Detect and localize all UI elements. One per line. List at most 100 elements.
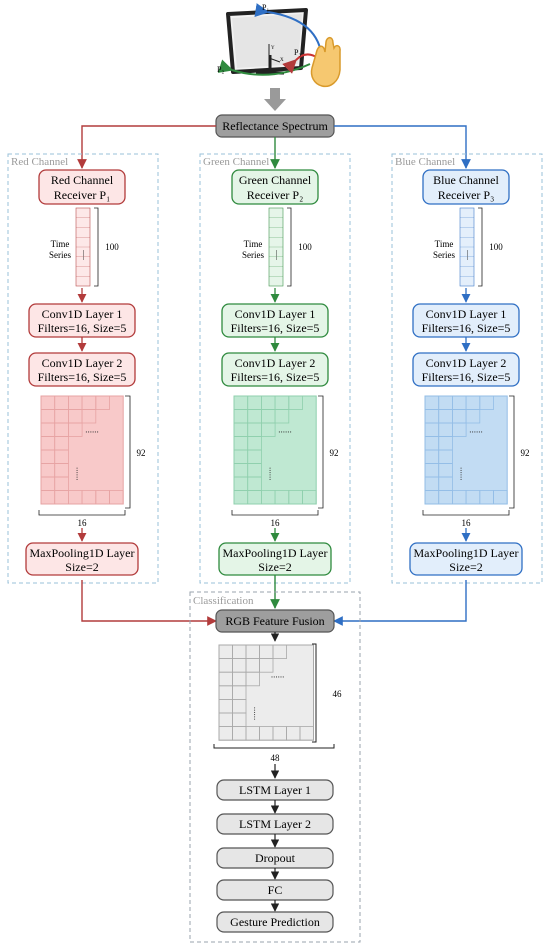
- label-p2: P₂: [217, 65, 224, 74]
- svg-text:.....: .....: [465, 250, 474, 260]
- maxpool-label-line1: MaxPooling1D Layer: [414, 546, 519, 560]
- conv1-label-line2: Filters=16, Size=5: [38, 321, 127, 335]
- feature-map-grid: ............: [233, 395, 317, 505]
- feature-map-height: 92: [521, 448, 530, 458]
- conv2-box: [221, 352, 329, 387]
- time-series-strip: .....: [75, 207, 91, 287]
- conv2-label-line1: Conv1D Layer 2: [235, 356, 316, 370]
- maxpool-label-line2: Size=2: [449, 560, 482, 574]
- receiver-box: [231, 169, 319, 205]
- conv2-box: [28, 352, 136, 387]
- conv2-label-line2: Filters=16, Size=5: [38, 370, 127, 384]
- conv1-label-line1: Conv1D Layer 1: [235, 307, 316, 321]
- time-series-label-line2: Series: [49, 250, 71, 260]
- receiver-label-line2: Receiver P₁: [54, 188, 111, 202]
- conv1-label-line2: Filters=16, Size=5: [422, 321, 511, 335]
- svg-text:.....: .....: [274, 250, 283, 260]
- fusion-arrow-blue: [333, 580, 467, 626]
- time-series-strip: .....: [268, 207, 284, 287]
- maxpool-label-line1: MaxPooling1D Layer: [223, 546, 328, 560]
- channel-group-box: [391, 153, 543, 584]
- svg-text:......: ......: [85, 425, 99, 435]
- channel-group-label: Blue Channel: [395, 156, 455, 168]
- receiver-label-line1: Green Channel: [239, 173, 312, 187]
- label-p3: P₃: [294, 48, 301, 57]
- feature-map-width: 16: [462, 518, 472, 528]
- maxpool-label-line2: Size=2: [65, 560, 98, 574]
- feature-map-width: 16: [271, 518, 281, 528]
- time-series-label-line2: Series: [433, 250, 455, 260]
- receiver-label-line2: Receiver P₃: [438, 188, 495, 202]
- step-label-0: LSTM Layer 1: [239, 783, 311, 797]
- down-arrow-icon: [264, 88, 286, 111]
- maxpool-label-line1: MaxPooling1D Layer: [30, 546, 135, 560]
- svg-text:Y: Y: [271, 46, 275, 51]
- fusion-map-height: 46: [333, 689, 343, 699]
- svg-text:.....: .....: [81, 250, 90, 260]
- channel-group-box: [7, 153, 159, 584]
- step-label-3: FC: [268, 883, 283, 897]
- feature-map-grid: ............: [40, 395, 124, 505]
- svg-text:......: ......: [75, 467, 85, 481]
- time-series-label-line2: Series: [242, 250, 264, 260]
- receiver-label-line2: Receiver P₂: [247, 188, 304, 202]
- conv2-label-line2: Filters=16, Size=5: [422, 370, 511, 384]
- conv2-label-line1: Conv1D Layer 2: [426, 356, 507, 370]
- time-series-strip: .....: [459, 207, 475, 287]
- feature-map-height: 92: [330, 448, 339, 458]
- conv1-label-line1: Conv1D Layer 1: [42, 307, 123, 321]
- fusion-label: RGB Feature Fusion: [225, 614, 324, 628]
- channel-group-label: Red Channel: [11, 156, 68, 168]
- conv2-label-line1: Conv1D Layer 2: [42, 356, 123, 370]
- feature-map-width: 16: [78, 518, 88, 528]
- svg-text:......: ......: [271, 669, 285, 679]
- svg-text:......: ......: [252, 707, 262, 721]
- svg-text:......: ......: [469, 425, 483, 435]
- classification-group-label: Classification: [193, 595, 254, 607]
- time-series-length: 100: [489, 242, 503, 252]
- fusion-grid-cells: ............: [218, 644, 314, 741]
- fusion-feature-map: ............: [218, 644, 314, 741]
- label-p1: P₁: [262, 3, 269, 12]
- step-box-4: [216, 911, 334, 933]
- time-series-label-line1: Time: [435, 239, 454, 249]
- hand-icon: [310, 36, 341, 88]
- step-label-2: Dropout: [255, 851, 296, 865]
- step-label-1: LSTM Layer 2: [239, 817, 311, 831]
- feature-map-grid: ............: [424, 395, 508, 505]
- time-series-label-line1: Time: [244, 239, 263, 249]
- step-label-4: Gesture Prediction: [230, 915, 320, 929]
- conv2-box: [412, 352, 520, 387]
- svg-text:......: ......: [278, 425, 292, 435]
- time-series-length: 100: [105, 242, 119, 252]
- receiver-box: [422, 169, 510, 205]
- svg-text:X: X: [280, 58, 284, 63]
- feature-map-height: 92: [137, 448, 146, 458]
- arc-green: [217, 59, 311, 76]
- maxpool-box: [409, 542, 523, 576]
- conv2-label-line2: Filters=16, Size=5: [231, 370, 320, 384]
- fusion-arrow-red: [81, 580, 217, 626]
- reflectance-spectrum-box: Reflectance Spectrum: [215, 114, 335, 138]
- classification-group: Classification RGB Feature Fusion ......…: [189, 591, 361, 943]
- time-series-label-line1: Time: [51, 239, 70, 249]
- maxpool-box: [25, 542, 139, 576]
- conv1-label-line2: Filters=16, Size=5: [231, 321, 320, 335]
- svg-text:......: ......: [459, 467, 469, 481]
- receiver-label-line1: Blue Channel: [433, 173, 499, 187]
- branch-red: [77, 125, 216, 169]
- device-illustration: Y X P₁ P₂ P₃: [217, 3, 341, 88]
- fusion-map-width: 48: [271, 753, 281, 763]
- svg-text:......: ......: [268, 467, 278, 481]
- conv1-label-line1: Conv1D Layer 1: [426, 307, 507, 321]
- reflectance-spectrum-label: Reflectance Spectrum: [222, 119, 328, 133]
- receiver-label-line1: Red Channel: [51, 173, 114, 187]
- channel-group-label: Green Channel: [203, 156, 269, 168]
- receiver-box: [38, 169, 126, 205]
- time-series-length: 100: [298, 242, 312, 252]
